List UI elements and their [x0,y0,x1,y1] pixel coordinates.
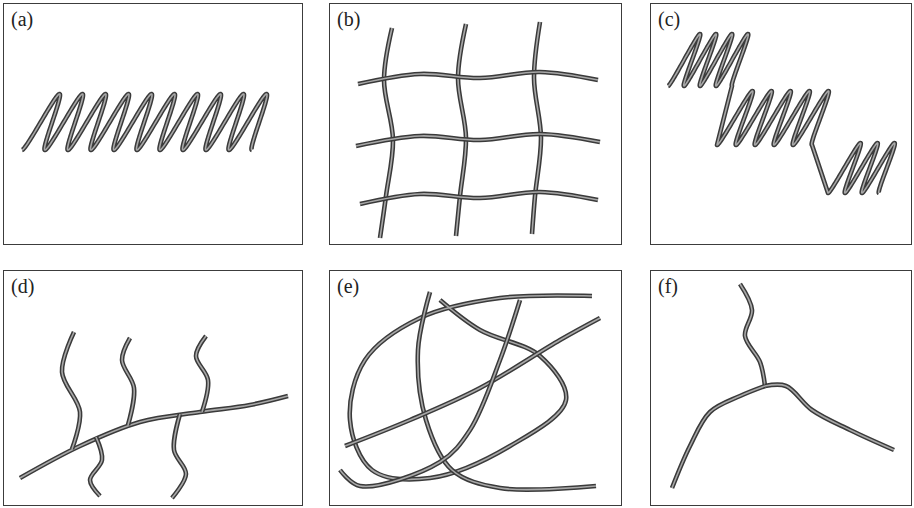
branch-chain [90,437,102,496]
helix-chain [22,94,267,150]
helix-segments-highlight [668,34,895,193]
network-chain-highlight [356,134,600,146]
network-chain [360,192,598,204]
panel-frame: (f) [650,270,912,506]
star-arm-highlight [672,386,765,488]
branch-chain-highlight [62,332,80,449]
network-chain [358,72,598,84]
star-arm [740,284,765,386]
network-chain [532,22,541,234]
star-arm [672,386,765,488]
panel-frame: (d) [3,270,303,506]
branch-chain [122,338,134,425]
star-arm-highlight [765,385,894,450]
panel-frame: (c) [650,3,912,245]
star-arm-highlight [740,284,765,386]
network-chain-highlight [358,72,598,84]
network-chain-highlight [532,22,541,234]
panel-frame: (e) [329,270,622,506]
network-chain [456,24,466,236]
panel-label: (f) [658,275,678,297]
panel-label: (d) [11,275,34,297]
branch-chain [62,332,80,449]
network-chain [356,134,600,146]
helix-segments [668,34,895,193]
branched-backbone [20,396,288,478]
branch-chain [172,414,186,498]
branch-chain-highlight [172,414,186,498]
branch-chain [196,336,208,412]
branched-backbone-highlight [20,396,288,478]
panel-label: (e) [337,275,359,297]
branch-chain-highlight [122,338,134,425]
panel-label: (c) [658,8,680,30]
branch-chain-highlight [196,336,208,412]
random-coil-highlight [340,300,520,486]
branch-chain-highlight [90,437,102,496]
star-arm [765,385,894,450]
panel-label: (a) [11,8,33,30]
random-coil [340,300,520,486]
helix-chain-highlight [22,94,267,150]
network-chain [380,28,393,238]
random-coil-highlight [350,296,592,480]
network-chain-highlight [456,24,466,236]
panel-frame: (a) [3,3,303,245]
panel-frame: (b) [329,3,622,245]
random-coil [350,296,592,480]
panel-label: (b) [337,8,360,30]
network-chain-highlight [380,28,393,238]
network-chain-highlight [360,192,598,204]
